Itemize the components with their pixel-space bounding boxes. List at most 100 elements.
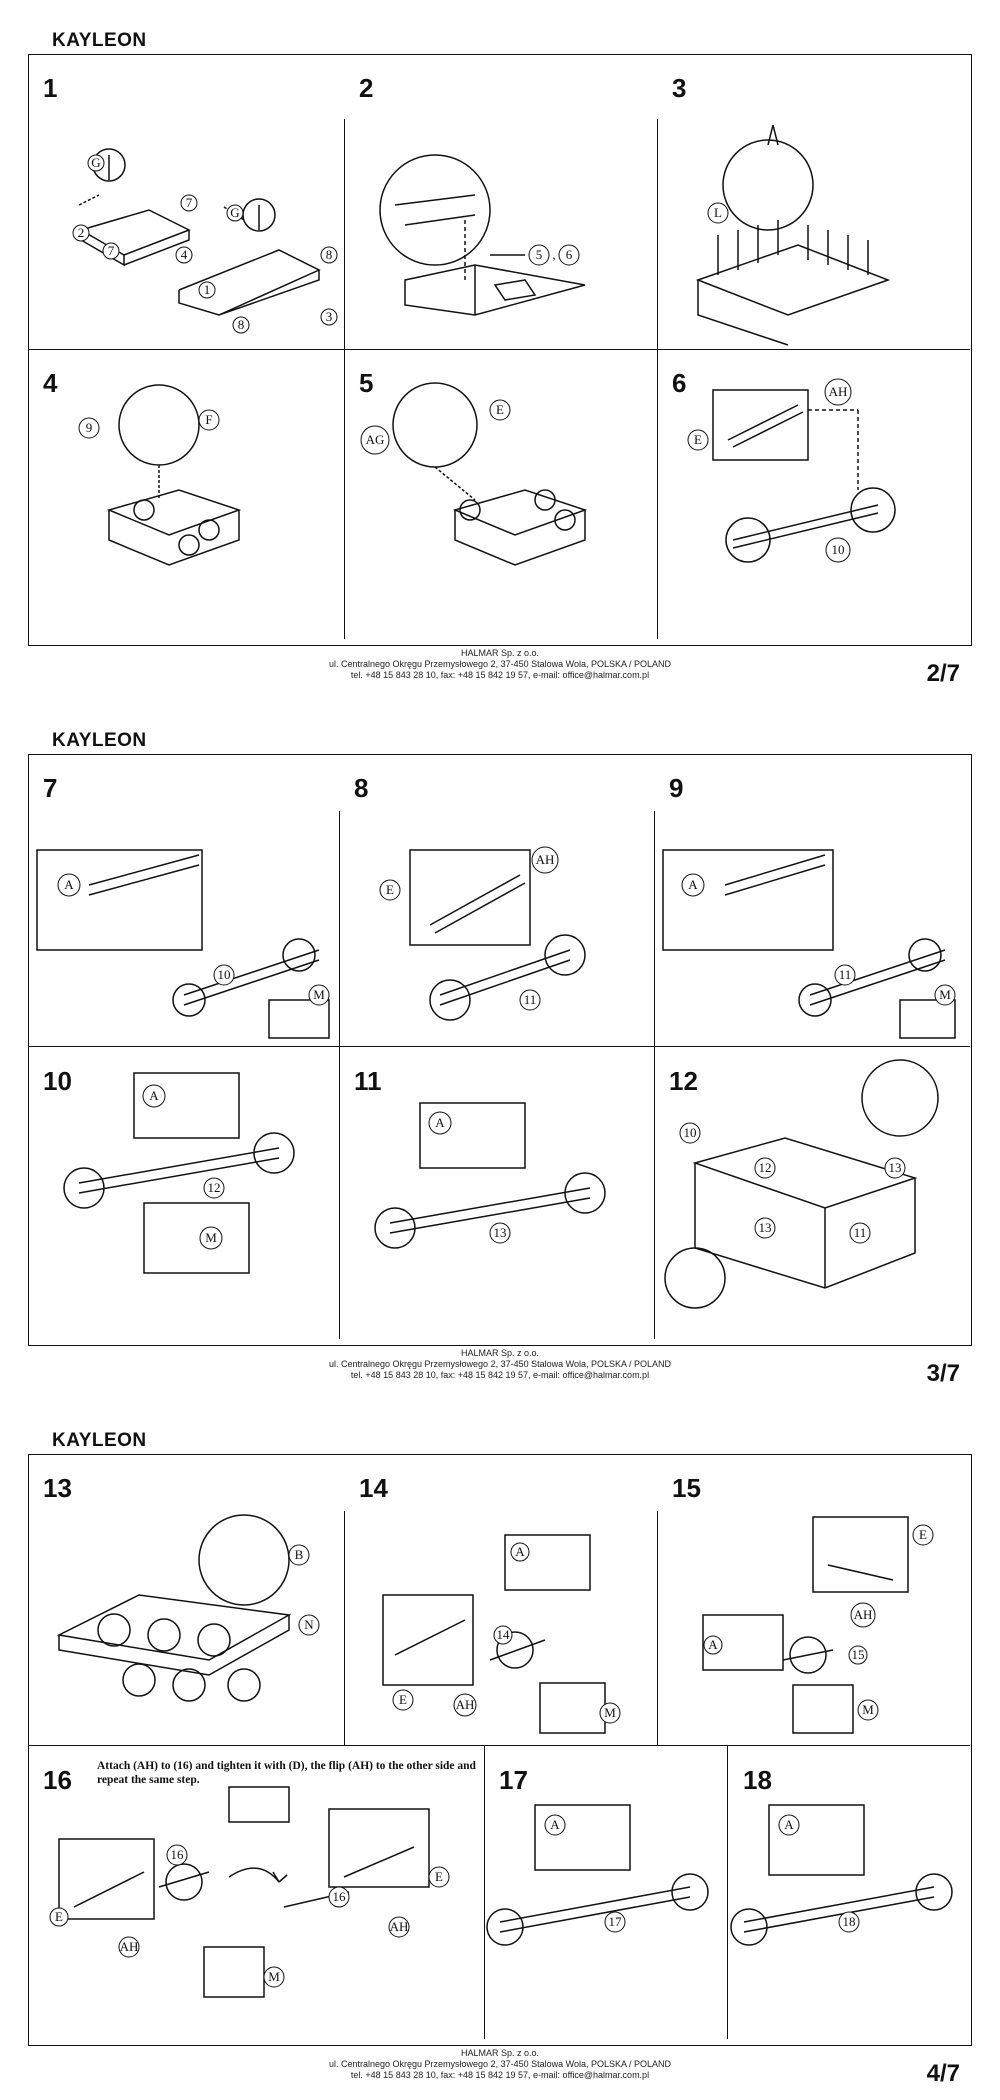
callout-label: 14 <box>497 1627 511 1642</box>
callout-label: 16 <box>333 1889 347 1904</box>
callout-label: B <box>295 1547 304 1562</box>
step-6-panel: 6 AH E 10 <box>658 350 970 640</box>
step-12-illustration: 10 12 13 13 11 <box>664 1059 939 1309</box>
callout-label: A <box>149 1088 159 1103</box>
callout-label: 13 <box>759 1220 772 1235</box>
callout-label: 12 <box>208 1180 221 1195</box>
callout-label: 18 <box>843 1914 856 1929</box>
footer-address: ul. Centralnego Okręgu Przemysłowego 2, … <box>328 1359 671 1369</box>
callout-label: A <box>550 1817 560 1832</box>
callout-label: 13 <box>494 1225 507 1240</box>
callout-label: A <box>515 1544 525 1559</box>
callout-label: 11 <box>854 1225 867 1240</box>
step-number: 2 <box>359 73 374 103</box>
step-number: 4 <box>43 368 58 398</box>
step-8-panel: 8 AH E 11 <box>340 755 653 1045</box>
step-18-illustration: A 18 <box>730 1804 953 1946</box>
footer-company: HALMAR Sp. z o.o. <box>460 2048 540 2058</box>
step-11-illustration: A 13 <box>374 1102 606 1249</box>
callout-label: 7 <box>186 195 193 210</box>
callout-label: M <box>268 1969 280 1984</box>
step-17-panel: 17 A 17 <box>485 1747 726 2040</box>
step-number: 1 <box>43 73 58 103</box>
product-title: KAYLEON <box>52 30 147 51</box>
footer: HALMAR Sp. z o.o. ul. Centralnego Okręgu… <box>0 2048 1000 2081</box>
step-3-illustration: L <box>695 124 891 346</box>
step-4-illustration: 9 F <box>78 384 242 566</box>
callout-label: E <box>694 432 702 447</box>
callout-label: E <box>55 1909 63 1924</box>
step-number: 9 <box>669 773 684 803</box>
callout-label: A <box>708 1637 718 1652</box>
callout-label: M <box>862 1702 874 1717</box>
callout-label: E <box>386 882 394 897</box>
manual-page-1: KAYLEON 1 <box>0 0 1000 700</box>
page-number: 4/7 <box>926 2060 960 2087</box>
callout-label: 7 <box>108 243 115 258</box>
step-10-illustration: A 12 M <box>63 1072 295 1274</box>
callout-label: A <box>435 1115 445 1130</box>
callout-label: A <box>784 1817 794 1832</box>
footer-contact: tel. +48 15 843 28 10, fax: +48 15 842 1… <box>350 1370 650 1380</box>
manual-page-2: KAYLEON 7 A 10 <box>0 700 1000 1400</box>
step-15-panel: 15 E A AH 15 M <box>658 1455 970 1744</box>
callout-label: 17 <box>609 1914 623 1929</box>
footer-address: ul. Centralnego Okręgu Przemysłowego 2, … <box>328 659 671 669</box>
footer: HALMAR Sp. z o.o. ul. Centralnego Okręgu… <box>0 1348 1000 1381</box>
product-title: KAYLEON <box>52 1430 147 1451</box>
callout-label: 13 <box>889 1160 902 1175</box>
step-16-instruction: Attach (AH) to (16) and tighten it with … <box>97 1760 476 1786</box>
step-1-illustration: G 7 2 7 4 G 8 1 8 3 <box>72 148 338 334</box>
step-13-panel: 13 B N <box>29 1455 343 1744</box>
footer-contact: tel. +48 15 843 28 10, fax: +48 15 842 1… <box>350 670 650 680</box>
page-number: 2/7 <box>926 660 960 687</box>
callout-label: E <box>399 1692 407 1707</box>
callout-label: 16 <box>171 1847 185 1862</box>
callout-label: 11 <box>524 992 537 1007</box>
callout-label: A <box>64 877 74 892</box>
step-number: 6 <box>672 368 687 398</box>
step-number: 18 <box>743 1765 772 1795</box>
callout-label: F <box>205 412 212 427</box>
step-4-panel: 4 9 F <box>29 350 343 640</box>
callout-label: A <box>688 877 698 892</box>
callout-label: L <box>714 205 722 220</box>
step-number: 11 <box>354 1066 382 1096</box>
instruction-frame: 13 B N 14 <box>28 1454 972 2046</box>
callout-label: M <box>313 987 325 1002</box>
step-14-illustration: A 14 E AH M <box>382 1534 621 1734</box>
step-number: 5 <box>359 368 374 398</box>
callout-label: AH <box>536 852 555 867</box>
callout-label: 15 <box>852 1647 865 1662</box>
page-number: 3/7 <box>926 1360 960 1387</box>
step-9-panel: 9 A 11 M <box>655 755 970 1045</box>
step-3-panel: 3 L <box>658 55 970 348</box>
callout-label: 10 <box>832 542 845 557</box>
step-13-illustration: B N <box>56 1514 320 1702</box>
footer: HALMAR Sp. z o.o. ul. Centralnego Okręgu… <box>0 648 1000 681</box>
footer-company: HALMAR Sp. z o.o. <box>460 1348 540 1358</box>
step-12-panel: 12 10 12 13 13 11 <box>655 1048 970 1340</box>
footer-company: HALMAR Sp. z o.o. <box>460 648 540 658</box>
callout-label: 9 <box>86 420 93 435</box>
footer-address: ul. Centralnego Okręgu Przemysłowego 2, … <box>328 2059 671 2069</box>
step-2-illustration: 5 , 6 <box>379 154 586 316</box>
footer-contact: tel. +48 15 843 28 10, fax: +48 15 842 1… <box>350 2070 650 2080</box>
instruction-frame: 1 <box>28 54 972 646</box>
callout-label: 8 <box>326 247 333 262</box>
svg-text:,: , <box>552 247 555 262</box>
callout-label: G <box>91 155 100 170</box>
callout-label: 8 <box>238 317 245 332</box>
callout-label: AH <box>390 1919 409 1934</box>
step-8-illustration: AH E 11 <box>379 846 586 1021</box>
instruction-frame: 7 A 10 M 8 <box>28 754 972 1346</box>
step-number: 14 <box>359 1473 388 1503</box>
callout-label: 12 <box>759 1160 772 1175</box>
step-number: 8 <box>354 773 369 803</box>
step-16-panel: 16 Attach (AH) to (16) and tighten it wi… <box>29 1747 483 2040</box>
callout-label: 3 <box>326 309 333 324</box>
step-6-illustration: AH E 10 <box>687 378 896 563</box>
callout-label: AG <box>366 432 385 447</box>
product-title: KAYLEON <box>52 730 147 751</box>
step-number: 13 <box>43 1473 72 1503</box>
